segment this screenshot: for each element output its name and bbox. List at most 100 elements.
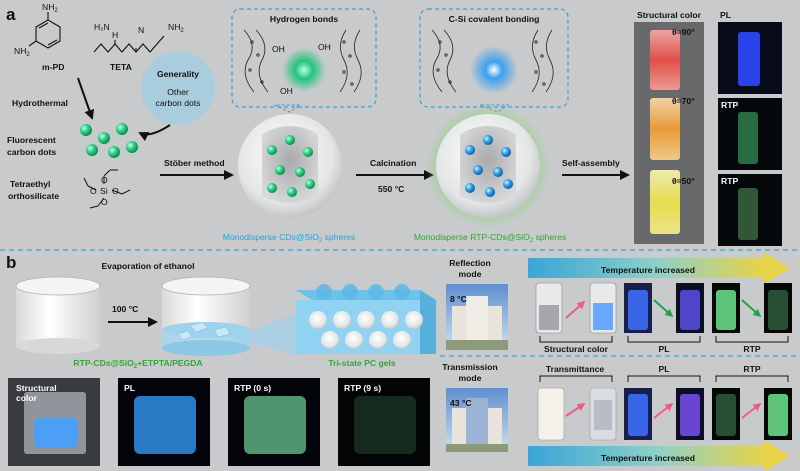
temp-100: 100 °C [112, 304, 138, 314]
generality-arrow [138, 124, 171, 142]
beaker-1 [15, 276, 101, 354]
rtp-bracket-label: RTP [743, 344, 760, 354]
hydrogen-bond-carbon-dot [282, 48, 326, 92]
gels-caption: Tri-state PC gels [328, 358, 396, 368]
hydrothermal-label: Hydrothermal [12, 98, 68, 108]
generality-bubble [141, 51, 215, 125]
fluorescent-line2: carbon dots [7, 147, 56, 157]
temp-8: 8 °C [450, 294, 467, 304]
teta-structure [93, 35, 165, 53]
pl-strip [738, 32, 760, 86]
carbon-dot [473, 165, 483, 175]
temp-550: 550 °C [378, 184, 404, 194]
theta-90: θ=90° [672, 27, 695, 37]
temp-43: 43 °C [450, 398, 472, 408]
m-pd-label: m-PD [42, 62, 64, 72]
structural-color-bracket-label: Structural color [544, 344, 609, 354]
building-photo-reflection [446, 284, 508, 350]
mixture-caption: RTP-CDs@SiO2+ETPTA/PEGDA [73, 358, 202, 370]
teos-o3: O [112, 186, 119, 196]
evaporation-label: Evaporation of ethanol [101, 261, 194, 271]
fluorescent-line1: Fluorescent [7, 135, 56, 145]
carbon-dot [80, 124, 92, 136]
rtp-arrow [741, 299, 762, 318]
stober-label: Stöber method [164, 158, 225, 168]
zoom-wedge [232, 312, 300, 356]
teos-o1: O [101, 175, 108, 185]
carbon-dot [493, 167, 503, 177]
panel-a-label: a [6, 5, 16, 24]
teos-o4: O [101, 197, 108, 207]
csi-bonding-title: C-Si covalent bonding [449, 14, 540, 24]
gel-rtp-0-label: RTP (0 s) [234, 383, 271, 393]
teta-label: TETA [110, 62, 132, 72]
carbon-dot [285, 135, 295, 145]
temp-gradient-arrow-top [528, 258, 764, 278]
theta-70: θ=70° [672, 96, 695, 106]
temp-increased-top: Temperature increased [601, 265, 695, 275]
sc-arrow [565, 300, 586, 319]
transmission-l1: Transmission [442, 362, 497, 372]
structural-color-l1: Structural [16, 383, 57, 393]
rtp-header-2: RTP [743, 364, 760, 374]
sphere2-caption: Monodisperse RTP-CDs@SiO2 spheres [414, 232, 566, 244]
csi-carbon-dot [470, 46, 518, 94]
gel-pl-label: PL [124, 383, 135, 393]
carbon-dot [305, 179, 315, 189]
temp-increased-bottom: Temperature increased [601, 453, 695, 463]
teos-line1: Tetraethyl [10, 179, 50, 189]
silica-network-right [431, 29, 554, 93]
carbon-dot [108, 146, 120, 158]
generality-title: Generality [157, 69, 199, 79]
sphere1-caption: Monodisperse CDs@SiO2 spheres [223, 232, 355, 244]
tr-arrow [565, 403, 586, 417]
panel-b-label: b [6, 253, 16, 272]
gel-rtp-9-label: RTP (9 s) [344, 383, 381, 393]
teta-amine-3: N [138, 25, 144, 35]
sphere2-cutaway [460, 126, 516, 203]
oh-label-1: OH [272, 44, 285, 54]
carbon-dot [503, 179, 513, 189]
reflection-l2: mode [459, 269, 482, 279]
carbon-dot [116, 123, 128, 135]
sphere2-dots [465, 135, 513, 197]
hydrogen-bonds-frame [231, 8, 377, 108]
transmission-l2: mode [459, 373, 482, 383]
strip-theta-70 [650, 98, 680, 160]
temp-gradient-arrow-bottom [528, 446, 764, 466]
calcination-label: Calcination [370, 158, 416, 168]
hydrogen-bonds-pointer [273, 104, 302, 113]
building-photo-transmission [446, 388, 508, 452]
rtp-strip-2 [738, 188, 758, 240]
silica-network-left [243, 29, 362, 93]
mpd-nh2-left: NH2 [14, 46, 30, 58]
teta-amine-1: H₂N [94, 22, 110, 32]
teos-structure [83, 169, 131, 209]
teta-amine-2: H [112, 30, 118, 40]
pl-header-2: PL [659, 364, 670, 374]
hydrogen-bonds-title: Hydrogen bonds [270, 14, 338, 24]
carbon-dot [98, 132, 110, 144]
mpd-nh2-top: NH2 [42, 2, 58, 14]
pl-bracket-label: PL [659, 344, 670, 354]
m-pd-structure [28, 12, 61, 49]
vial-tr-1 [537, 387, 565, 441]
sphere1-cutaway [262, 126, 318, 203]
transmission-brackets [539, 375, 789, 382]
teta-nh2: NH2 [168, 22, 184, 34]
rtp-label-1: RTP [721, 100, 738, 110]
carbon-dot [483, 135, 493, 145]
teos-o2: O [90, 186, 97, 196]
carbon-dot [501, 147, 511, 157]
rtp-strip-1 [738, 112, 758, 164]
carbon-dot [465, 145, 475, 155]
rtp-label-2: RTP [721, 176, 738, 186]
carbon-dot [287, 187, 297, 197]
pl-arrow-2 [653, 403, 674, 419]
teos-si: Si [100, 186, 108, 196]
carbon-dot [267, 183, 277, 193]
teos-line2: orthosilicate [8, 191, 59, 201]
carbon-dot [485, 187, 495, 197]
